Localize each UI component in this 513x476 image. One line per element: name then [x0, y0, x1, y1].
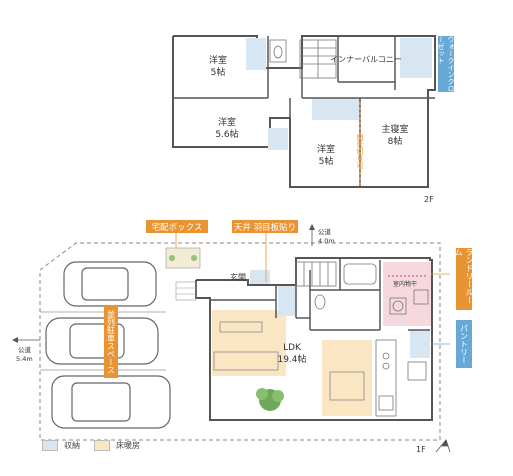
room-entrance: 玄関: [230, 272, 246, 282]
road-north-width: 4.0m: [318, 237, 335, 245]
parking-tag: 並列駐車スペース: [104, 306, 118, 378]
pantry-area: [410, 330, 430, 358]
fridge: [407, 361, 427, 381]
road-west-name: 公道: [18, 345, 32, 354]
car-3: [51, 375, 171, 429]
washer: [389, 289, 429, 315]
stairs-2f: [299, 39, 337, 79]
stairs-1f: [295, 261, 337, 287]
storage-1f-a: [278, 286, 296, 316]
closet-2f-c: [312, 98, 360, 120]
dining-table: [329, 371, 365, 401]
ceiling-tag: 天井 羽目板貼り: [232, 220, 298, 233]
laundry-room: [383, 262, 431, 326]
delivery-box-tag: 宅配ボックス: [146, 220, 208, 233]
car-1: [63, 261, 157, 307]
road-north-name: 公道: [318, 227, 332, 236]
closet-2f-b: [268, 128, 288, 150]
room-western-c-name: 洋室: [317, 143, 335, 155]
room-master-size: 8帖: [388, 135, 403, 147]
house-1f-outline: [195, 257, 433, 421]
road-north: 公道 4.0m: [309, 224, 335, 246]
floor1-label: 1F: [416, 445, 426, 454]
kitchen-counter: [375, 339, 397, 417]
bathtub: [343, 263, 377, 285]
room-ldk-size: 19.4帖: [277, 353, 306, 365]
legend-storage-label: 収納: [64, 441, 80, 450]
storage-1f-b: [250, 270, 270, 284]
room-inner-balcony-name: インナーバルコニー: [330, 55, 402, 64]
partition-note: 間仕切り可: [356, 133, 364, 169]
walk-in-closet: [400, 38, 432, 78]
room-indoor-drying: 室内物干: [393, 280, 417, 288]
lot-boundary: [39, 242, 441, 441]
walk-in-closet-tag: ウォークインクローゼット: [437, 36, 455, 92]
room-western-a-size: 5帖: [211, 66, 226, 78]
floor2-label: 2F: [424, 195, 434, 204]
tree-icon: [256, 388, 284, 411]
road-west-width: 5.4m: [16, 355, 33, 363]
toilet-2f: [269, 39, 287, 63]
legend-storage-swatch: [42, 440, 58, 451]
toilet-1f: [314, 294, 326, 310]
room-western-a-name: 洋室: [209, 54, 227, 66]
north-arrow-icon: [435, 439, 451, 453]
room-western-b-size: 5.6帖: [215, 128, 238, 140]
delivery-box-area: [165, 247, 201, 269]
legend-floor-heat-swatch: [94, 440, 110, 451]
road-west: 公道 5.4m: [12, 337, 40, 363]
closet-2f-a: [246, 38, 266, 70]
floor-heating-living: [212, 310, 286, 376]
room-ldk-name: LDK: [283, 343, 302, 353]
room-western-c-size: 5帖: [319, 155, 334, 167]
room-master-name: 主寝室: [381, 123, 408, 135]
laundry-room-tag: ランドリールーム: [454, 248, 474, 310]
legend-floor-heat-label: 床暖房: [116, 441, 140, 450]
floor-heating-kitchen: [322, 340, 372, 416]
room-western-b-name: 洋室: [218, 116, 236, 128]
pantry-tag: パントリー: [456, 320, 472, 368]
car-2: [45, 317, 159, 365]
legend: 収納 床暖房: [42, 440, 140, 451]
living-table: [213, 321, 279, 371]
